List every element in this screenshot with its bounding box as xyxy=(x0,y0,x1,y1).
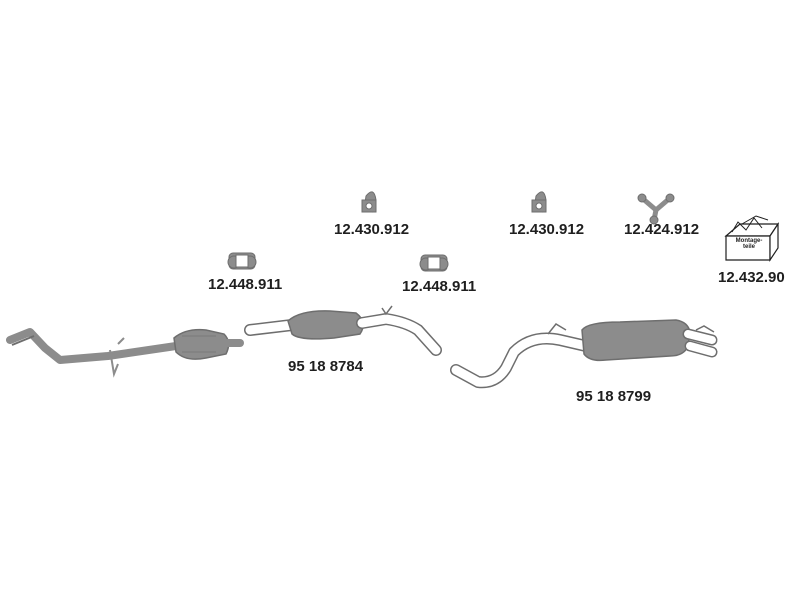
hanger-right-number: 12.430.912 xyxy=(509,221,585,238)
hanger-left[interactable] xyxy=(361,191,377,213)
rear-silencer[interactable] xyxy=(450,319,718,389)
hanger-left-number: 12.430.912 xyxy=(334,221,410,238)
hanger-y[interactable] xyxy=(637,193,675,225)
mounting-kit-box-label-line2: teile xyxy=(742,244,755,251)
mounting-kit-number: 12.432.90 xyxy=(718,269,785,286)
mounting-kit-box-label: Montage- teile xyxy=(729,238,769,251)
middle-silencer-number: 95 18 8784 xyxy=(288,358,364,375)
hanger-right[interactable] xyxy=(531,191,547,213)
mounting-kit-box-label-line1: Montage- xyxy=(735,238,763,244)
front-pipe-catalytic-converter[interactable] xyxy=(6,328,244,378)
mounting-kit-box[interactable] xyxy=(724,215,780,262)
clamp-middle-number: 12.448.911 xyxy=(402,278,477,295)
hanger-y-number: 12.424.912 xyxy=(624,221,700,238)
clamp-left[interactable] xyxy=(227,252,257,270)
clamp-left-number: 12.448.911 xyxy=(208,276,283,293)
middle-silencer[interactable] xyxy=(244,305,442,356)
rear-silencer-number: 95 18 8799 xyxy=(576,388,652,405)
clamp-middle[interactable] xyxy=(419,254,449,272)
